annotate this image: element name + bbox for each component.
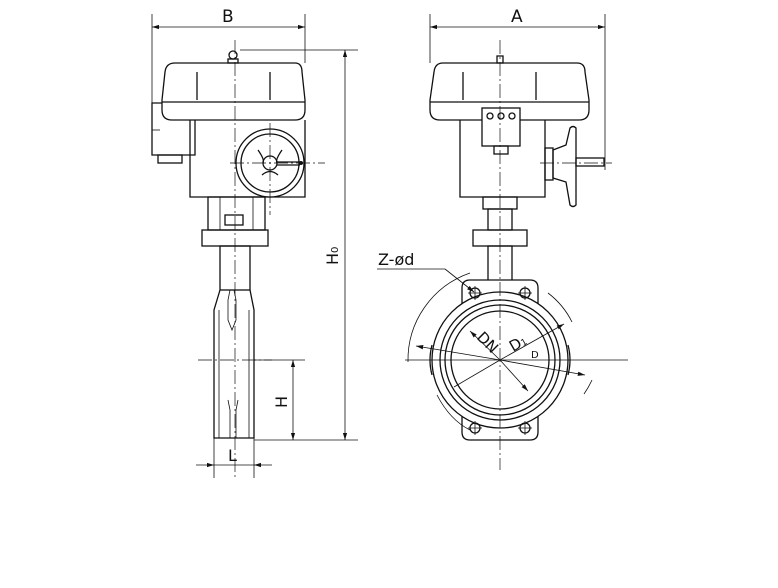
actuator-front	[429, 55, 612, 287]
dimension-b-label: B	[222, 7, 234, 27]
dimension-h0-subscript: 0	[330, 247, 341, 253]
bolt-holes-label: Z-ød	[378, 250, 414, 269]
handwheel-side-icon	[540, 125, 612, 208]
side-view: B	[151, 7, 358, 480]
svg-text:H0: H0	[323, 247, 342, 265]
valve-body-side	[198, 40, 272, 480]
dimension-d-label: D	[531, 350, 539, 361]
dimension-d1-subscript: 1	[520, 337, 530, 349]
dimension-b: B	[151, 7, 306, 103]
actuator-side	[151, 50, 325, 247]
handwheel-icon	[230, 123, 325, 215]
front-view: A	[377, 7, 628, 470]
dimension-h0: H0	[240, 49, 358, 441]
dimension-a-label: A	[511, 7, 523, 27]
bolt-hole-icon	[468, 286, 532, 435]
dimension-h0-label: H	[323, 253, 342, 265]
dimension-l: L	[196, 438, 272, 478]
dimension-l-label: L	[228, 446, 237, 465]
valve-body-front: DN D1 D Z-ød	[377, 40, 628, 470]
dimension-h-label: H	[272, 396, 291, 408]
dimension-h: H	[254, 359, 305, 440]
dimension-a: A	[429, 7, 606, 170]
